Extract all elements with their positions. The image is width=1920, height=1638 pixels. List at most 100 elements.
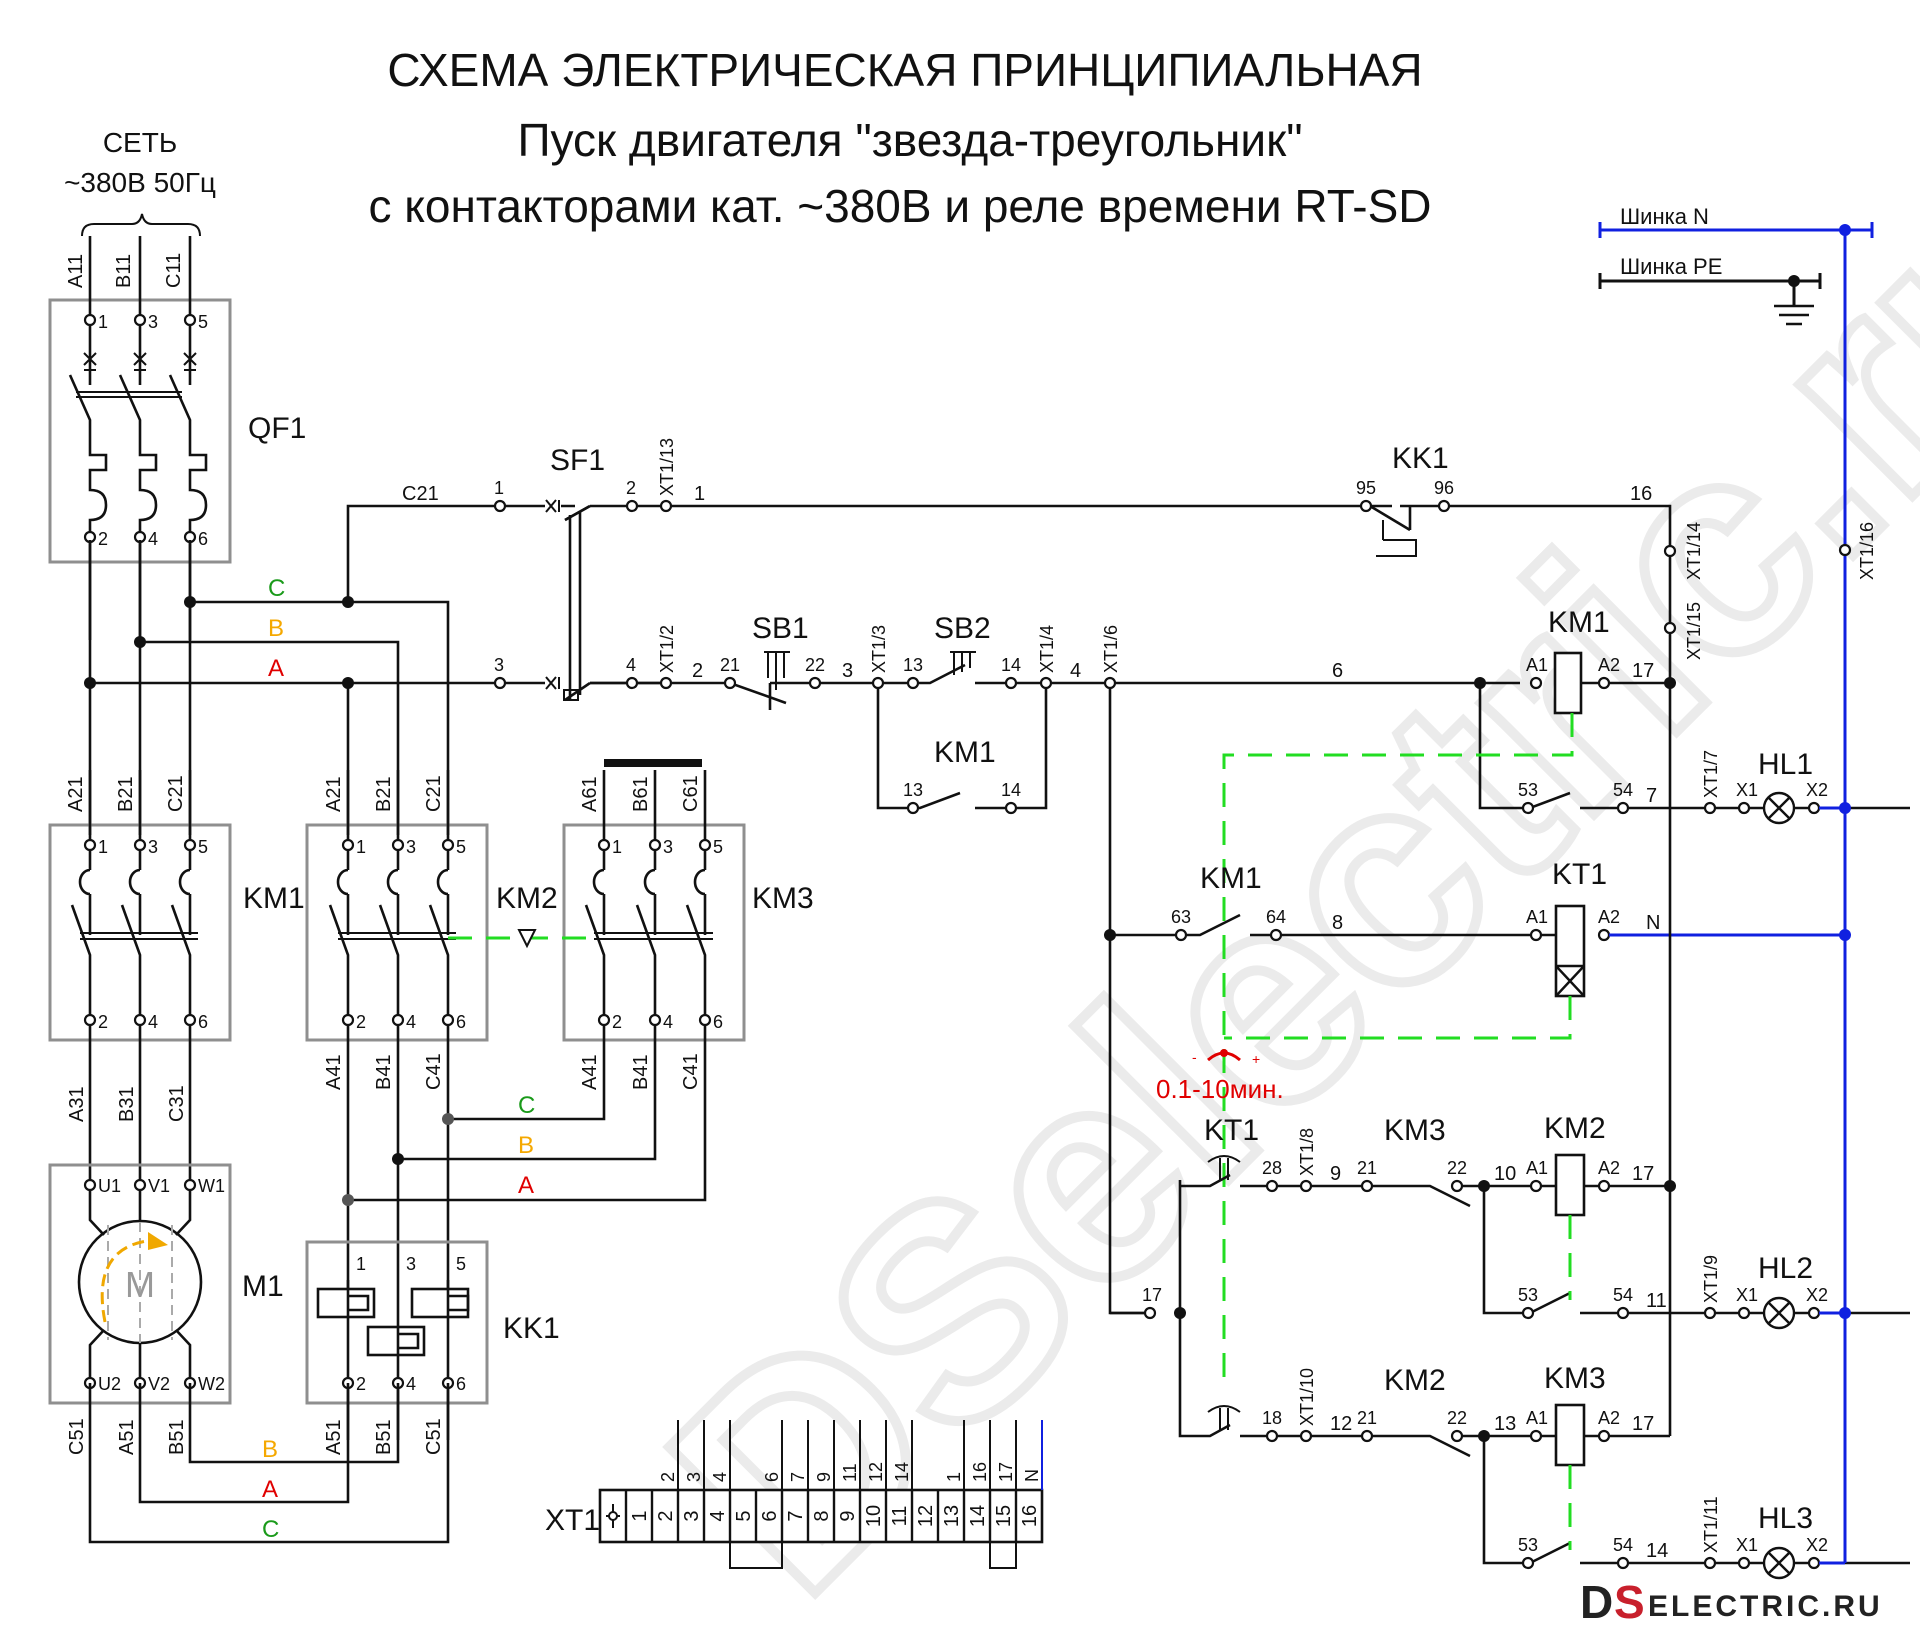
km3-terminal-label: 2 [612, 1012, 622, 1032]
km1-terminal [183, 1013, 197, 1027]
motor-feed-labels: A31 B31 C31 C51 A51 B51 [66, 1085, 188, 1455]
svg-text:8: 8 [1332, 912, 1343, 934]
xt1-cell-number: 2 [655, 1510, 677, 1521]
svg-text:U1: U1 [98, 1176, 121, 1196]
svg-text:9: 9 [1330, 1163, 1341, 1185]
svg-text:6: 6 [1332, 660, 1343, 682]
svg-text:53: 53 [1518, 1285, 1538, 1305]
km2-terminal-label: 1 [356, 837, 366, 857]
motor-symbol: M [125, 1264, 155, 1305]
svg-text:U2: U2 [98, 1374, 121, 1394]
km2-pole [378, 770, 400, 1038]
phase-label-c: C [268, 575, 285, 602]
km2-power-label: KM2 [496, 882, 558, 915]
title-line-3: с контакторами кат. ~380В и реле времени… [368, 180, 1431, 232]
svg-text:6: 6 [456, 1374, 466, 1394]
svg-text:22: 22 [805, 655, 825, 675]
km2-coil-label: KM2 [1544, 1112, 1606, 1145]
xt1-label: XT1 [545, 1504, 600, 1537]
svg-text:A31: A31 [66, 1086, 88, 1122]
km3-terminal-label: 3 [663, 837, 673, 857]
hl2-row: 17 53 54 11 XT1/9 X1 X2 [1110, 1255, 1828, 1320]
km1-mechanical-link [80, 932, 198, 940]
svg-text:13: 13 [903, 655, 923, 675]
svg-text:S: S [1614, 1576, 1645, 1628]
svg-text:D: D [1580, 1576, 1613, 1628]
svg-text:21: 21 [1357, 1158, 1377, 1178]
xt1-cell-number: 3 [681, 1510, 703, 1521]
svg-text:1: 1 [356, 1254, 366, 1274]
xt1-wire-label: 6 [762, 1472, 782, 1482]
lower-phase-label-a: A [518, 1172, 534, 1199]
pe-junction [1788, 275, 1800, 287]
delta-link-wires [88, 1383, 450, 1544]
sb1-button-icon [764, 651, 790, 690]
km1-pole [170, 770, 192, 1038]
timer-minus: - [1192, 1049, 1197, 1065]
svg-text:A2: A2 [1598, 1408, 1620, 1428]
xt1-cell-number: 11 [889, 1506, 911, 1527]
kt1-mech-link [1224, 996, 1572, 1040]
km2-terminal-label: 2 [356, 1012, 366, 1032]
network-brace [81, 213, 201, 237]
xt1-cell-number: 1 [629, 1510, 651, 1521]
svg-text:95: 95 [1356, 478, 1376, 498]
sf1-breaker [500, 499, 660, 702]
km3-coil-label: KM3 [1544, 1362, 1606, 1395]
svg-text:2: 2 [98, 529, 108, 549]
svg-text:3: 3 [406, 1254, 416, 1274]
km2-terminal-label: 4 [406, 1012, 416, 1032]
km3-terminal [698, 838, 712, 852]
hl2-label: HL2 [1758, 1252, 1813, 1285]
svg-text:XT1/15: XT1/15 [1684, 602, 1704, 660]
rotation-arrow-icon [100, 1238, 156, 1323]
svg-text:C31: C31 [166, 1085, 188, 1122]
xt1-16-terminal [1838, 543, 1852, 557]
power-lower-wires [88, 1038, 707, 1290]
svg-text:4: 4 [148, 529, 158, 549]
svg-text:13: 13 [903, 780, 923, 800]
km3-output-wire-label: B41 [630, 1054, 652, 1090]
svg-text:A2: A2 [1598, 1158, 1620, 1178]
svg-text:4: 4 [406, 1374, 416, 1394]
km2-pole [428, 770, 450, 1038]
svg-text:63: 63 [1171, 907, 1191, 927]
km1-terminal-label: 5 [198, 837, 208, 857]
svg-text:22: 22 [1447, 1158, 1467, 1178]
svg-text:XT1/8: XT1/8 [1297, 1128, 1317, 1176]
svg-text:3: 3 [494, 655, 504, 675]
svg-text:XT1/7: XT1/7 [1701, 750, 1721, 798]
km1-coil-label: KM1 [1548, 606, 1610, 639]
km2-terminal [391, 1013, 405, 1027]
svg-text:W1: W1 [198, 1176, 225, 1196]
km1-terminal [83, 1013, 97, 1027]
xt1-jumper [729, 1542, 783, 1569]
km3-interlock-label: KM3 [1384, 1114, 1446, 1147]
hl2-lamp-icon [1762, 1296, 1796, 1330]
svg-text:64: 64 [1266, 907, 1286, 927]
km2-terminal [391, 838, 405, 852]
svg-text:17: 17 [1632, 660, 1654, 682]
sb1-label: SB1 [752, 612, 809, 645]
hl1-lamp-icon [1762, 791, 1796, 825]
network-phase-labels: A11 B11 C11 [65, 253, 185, 288]
delta-label-a: A [262, 1476, 278, 1503]
svg-text:14: 14 [1001, 780, 1021, 800]
sb2-label: SB2 [934, 612, 991, 645]
km3-pole [584, 770, 606, 1038]
svg-text:B51: B51 [166, 1419, 188, 1455]
svg-text:XT1/2: XT1/2 [657, 625, 677, 673]
kk1-contact-label: KK1 [1392, 442, 1449, 475]
m1-label: M1 [242, 1270, 284, 1303]
svg-text:28: 28 [1262, 1158, 1282, 1178]
svg-text:53: 53 [1518, 1535, 1538, 1555]
svg-text:XT1/6: XT1/6 [1101, 625, 1121, 673]
km1-terminal-label: 4 [148, 1012, 158, 1032]
svg-text:A51: A51 [323, 1419, 345, 1455]
km3-input-wire-label: A61 [579, 776, 601, 812]
svg-text:17: 17 [1142, 1285, 1162, 1305]
km2-output-wire-label: C41 [423, 1053, 445, 1090]
svg-text:XT1/3: XT1/3 [869, 625, 889, 673]
km1-hold-label: KM1 [934, 736, 996, 769]
